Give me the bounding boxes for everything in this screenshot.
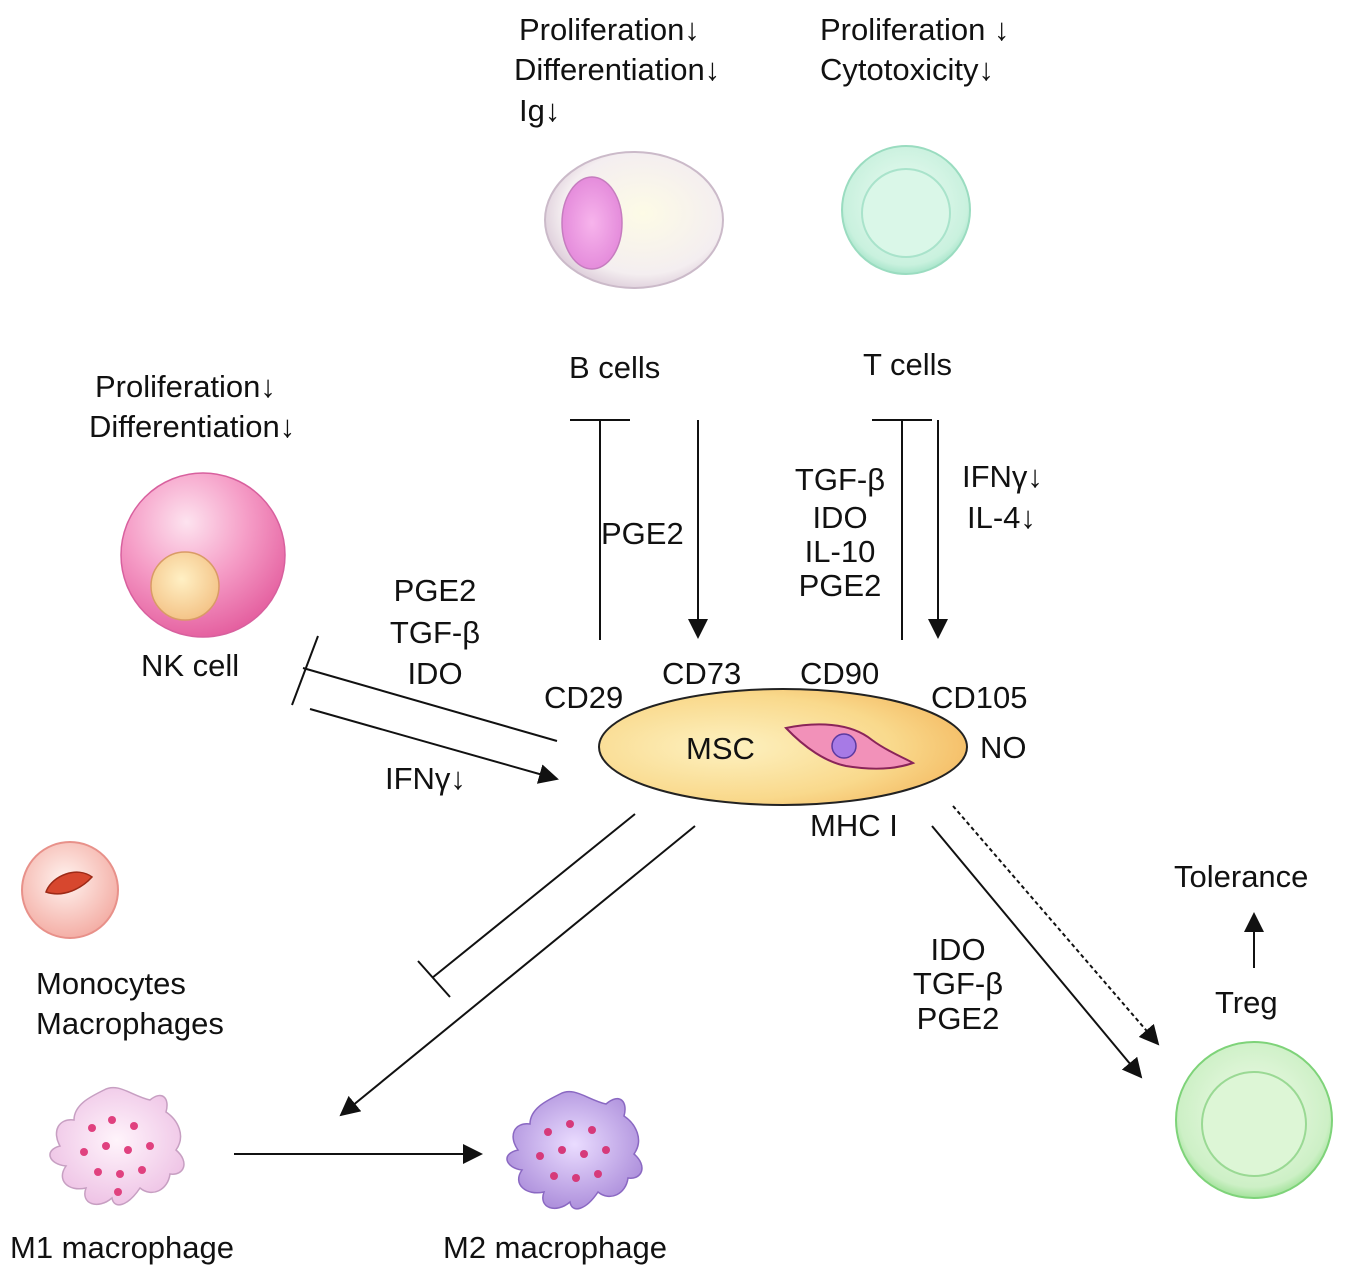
m1-macrophage-label: M1 macrophage [10, 1230, 235, 1265]
marker-no: NO [980, 730, 1027, 765]
nk-cell-icon [120, 472, 286, 638]
t-cells-label: T cells [863, 347, 953, 382]
macrophages-label: Macrophages [36, 1006, 224, 1041]
tolerance-label: Tolerance [1174, 859, 1309, 894]
marker-cd105: CD105 [931, 680, 1028, 715]
t-link-signal: IL-4↓ [967, 500, 1036, 535]
monocytes-label: Monocytes [36, 966, 186, 1001]
marker-cd90: CD90 [800, 656, 880, 691]
marker-cd73: CD73 [662, 656, 742, 691]
monocyte-inhibit-line [417, 813, 636, 998]
t-link-inhibitor: PGE2 [798, 568, 882, 603]
treg-factor: TGF-β [912, 966, 1004, 1001]
treg-cell-icon [1175, 1041, 1333, 1199]
m1-arrow [339, 825, 696, 1117]
t-link-inhibitor: IDO [812, 500, 868, 535]
nk-link-inhibitor: IDO [407, 656, 463, 691]
m2-macrophage-icon [506, 1090, 643, 1210]
t-cell-effect: Proliferation ↓ [820, 12, 1010, 47]
nk-link-signal: IFNγ↓ [385, 761, 466, 796]
m2-macrophage-label: M2 macrophage [443, 1230, 668, 1265]
b-cell-effect: Ig↓ [519, 93, 561, 128]
b-cells-label: B cells [569, 350, 661, 385]
b-cell-icon [544, 151, 724, 289]
nk-cell-arrow [309, 708, 559, 784]
marker-cd29: CD29 [544, 680, 624, 715]
monocyte-icon [21, 841, 119, 939]
treg-factor: IDO [930, 932, 986, 967]
t-link-inhibitor: TGF-β [794, 462, 886, 497]
t-cell-icon [841, 145, 971, 275]
treg-dashed-arrow [952, 805, 1160, 1046]
treg-factor: PGE2 [916, 1001, 1000, 1036]
b-cell-inhibit-line [570, 419, 630, 640]
b-link-factor: PGE2 [601, 516, 684, 551]
treg-arrow [931, 825, 1143, 1079]
msc-cell-icon [598, 688, 968, 806]
t-cell-effect: Cytotoxicity↓ [820, 52, 994, 87]
nk-cell-label: NK cell [141, 648, 240, 683]
t-cell-inhibit-line [872, 419, 932, 640]
b-cell-effect: Differentiation↓ [514, 52, 721, 87]
b-cell-effect: Proliferation↓ [519, 12, 700, 47]
t-link-signal: IFNγ↓ [962, 459, 1043, 494]
marker-mhc: MHC I [810, 808, 898, 843]
t-link-inhibitor: IL-10 [804, 534, 876, 569]
msc-label: MSC [686, 731, 755, 766]
treg-label: Treg [1215, 985, 1278, 1020]
m1-macrophage-icon [49, 1086, 185, 1206]
nk-cell-effect: Differentiation↓ [89, 409, 296, 444]
nk-cell-effect: Proliferation↓ [95, 369, 276, 404]
nk-cell-inhibit-line [291, 635, 558, 742]
nk-link-inhibitor: PGE2 [393, 573, 477, 608]
nk-link-inhibitor: TGF-β [389, 615, 481, 650]
